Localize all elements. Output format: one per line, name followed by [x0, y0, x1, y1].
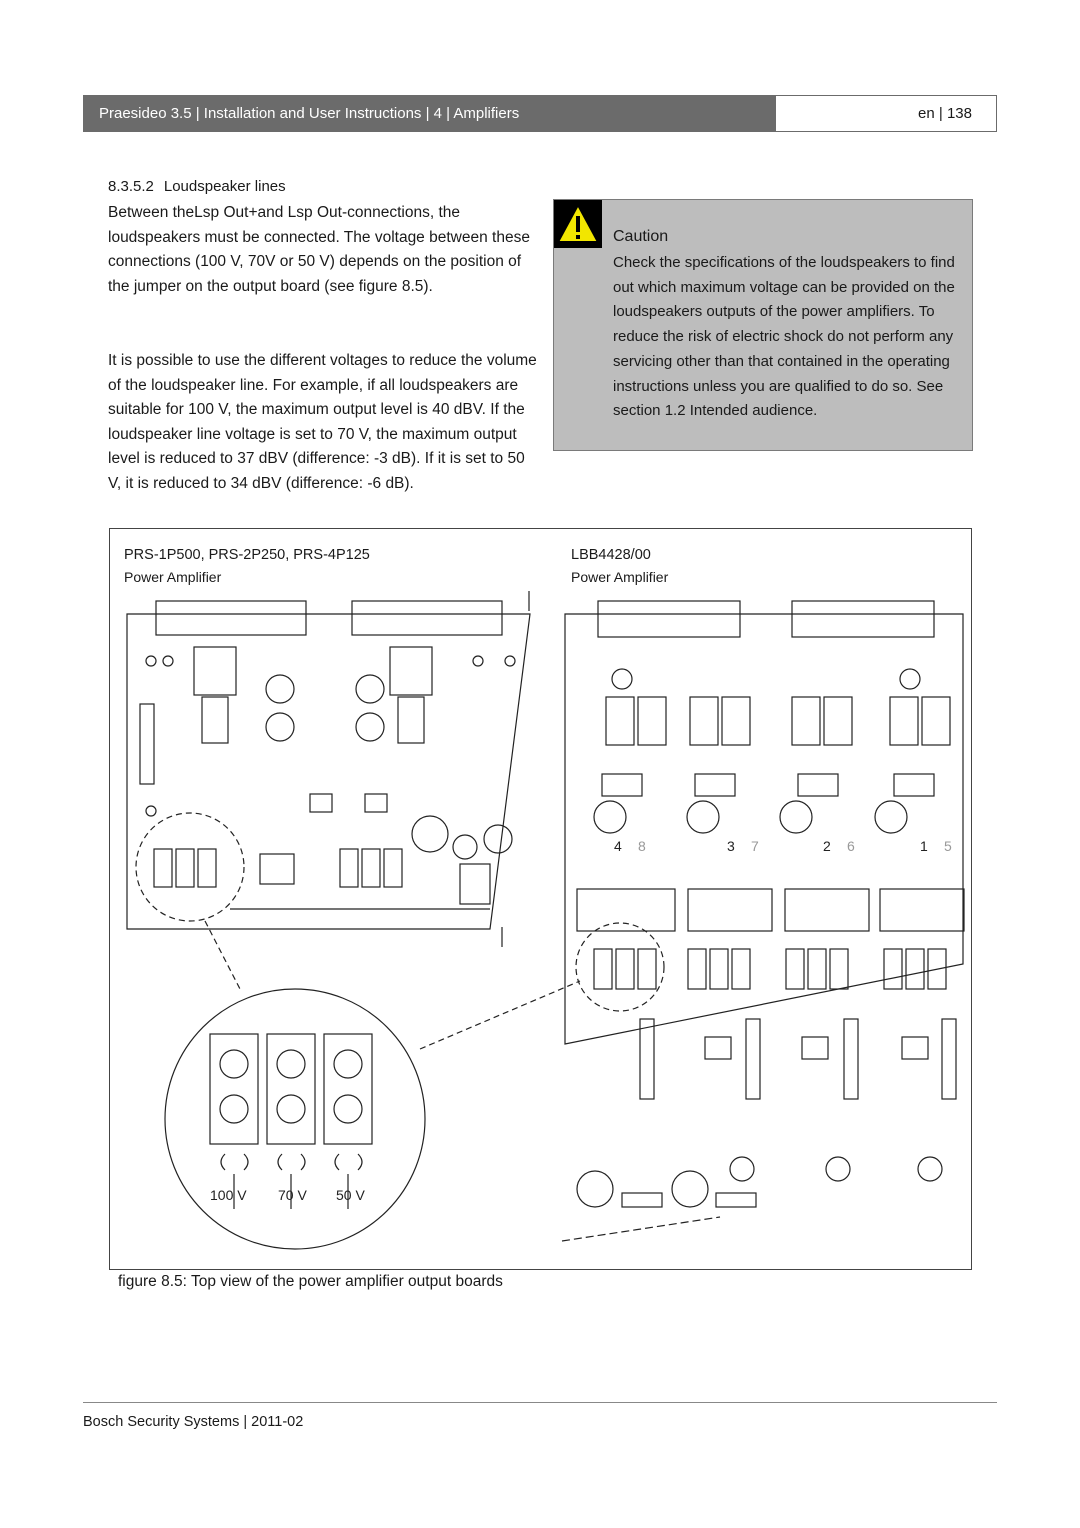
section-heading: 8.3.5.2 Loudspeaker lines: [108, 178, 286, 195]
paragraph-2: It is possible to use the different volt…: [108, 352, 537, 492]
header-page-number: en | 138: [775, 95, 997, 132]
voltage-label-50v: 50 V: [336, 1187, 365, 1203]
right-board-model: LBB4428/00: [571, 547, 651, 563]
footer-divider: [83, 1402, 997, 1403]
section-number: 8.3.5.2: [108, 178, 154, 195]
jumper-zoom-view: [164, 980, 581, 1250]
paragraph-1: Between theLsp Out+and Lsp Out-connectio…: [108, 204, 530, 295]
left-output-board: [126, 600, 531, 990]
figure-caption: figure 8.5: Top view of the power amplif…: [118, 1273, 503, 1290]
circuit-board-drawing: 4 8 3 7 2 6 1 5 100 V 70 V 50 V: [126, 591, 965, 1250]
voltage-label-70v: 70 V: [278, 1187, 307, 1203]
footer-text: Bosch Security Systems | 2011-02: [83, 1414, 304, 1430]
channel-label-5: 5: [944, 838, 952, 854]
channel-label-1: 1: [920, 838, 928, 854]
channel-label-4: 4: [614, 838, 622, 854]
channel-label-6: 6: [847, 838, 855, 854]
caution-box: Caution Check the specifications of the …: [553, 199, 973, 451]
warning-triangle-icon: [554, 200, 602, 248]
caution-title: Caution: [613, 228, 669, 245]
channel-label-3: 3: [727, 838, 735, 854]
channel-label-8: 8: [638, 838, 646, 854]
right-output-board: [564, 600, 965, 1208]
left-board-models: PRS-1P500, PRS-2P250, PRS-4P125: [124, 547, 370, 563]
right-board-type: Power Amplifier: [571, 569, 669, 585]
section-title: Loudspeaker lines: [163, 178, 286, 195]
figure-frame: PRS-1P500, PRS-2P250, PRS-4P125 Power Am…: [109, 528, 972, 1270]
channel-label-2: 2: [823, 838, 831, 854]
left-board-type: Power Amplifier: [124, 569, 222, 585]
channel-label-7: 7: [751, 838, 759, 854]
voltage-label-100v: 100 V: [210, 1187, 247, 1203]
header-title: Praesideo 3.5 | Installation and User In…: [83, 95, 775, 132]
caution-text: Check the specifications of the loudspea…: [613, 254, 955, 420]
page-header: Praesideo 3.5 | Installation and User In…: [83, 95, 997, 132]
